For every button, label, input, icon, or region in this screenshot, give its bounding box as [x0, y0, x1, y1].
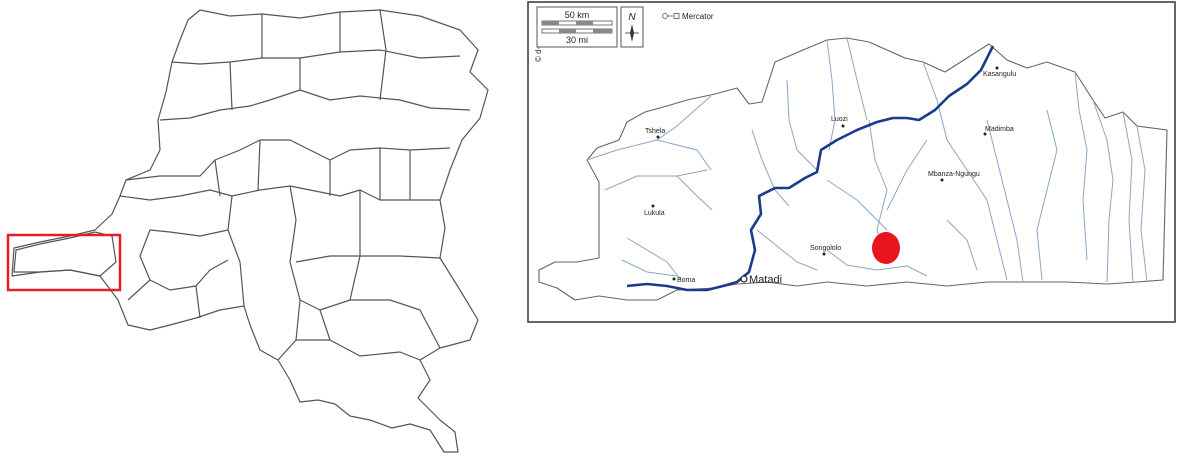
kongo-central-outline — [13, 231, 117, 277]
svg-text:Songololo: Songololo — [810, 245, 841, 252]
drc-province-map — [6, 9, 489, 453]
city-mbanza-ngungu: Mbanza-Ngungu — [928, 171, 980, 182]
map-frame — [527, 1, 1176, 323]
highlight-box — [6, 233, 122, 292]
city-matadi: Matadi — [740, 274, 782, 286]
north-arrow-icon: N — [620, 6, 644, 48]
detail-map: © d-maps.com 50 km 30 mi N Mercator — [527, 1, 1176, 323]
city-tshela: Tshela — [645, 128, 665, 139]
svg-text:Luozi: Luozi — [831, 116, 848, 123]
city-labels: Kasangulu Luozi Tshela Madimba Mbanza-Ng… — [644, 66, 1016, 286]
city-luozi: Luozi — [831, 116, 848, 128]
svg-text:Mbanza-Ngungu: Mbanza-Ngungu — [928, 171, 980, 178]
svg-text:Boma: Boma — [677, 277, 695, 284]
scale-bar: 50 km 30 mi — [536, 6, 618, 48]
svg-text:Mercator: Mercator — [682, 12, 714, 21]
location-marker — [872, 232, 900, 264]
drc-country-outline — [11, 9, 489, 453]
svg-text:Kasangulu: Kasangulu — [983, 71, 1016, 78]
projection-label: Mercator — [662, 12, 714, 21]
svg-text:Madimba: Madimba — [985, 126, 1014, 133]
city-boma: Boma — [672, 277, 695, 284]
scale-km-label: 50 km — [565, 10, 590, 20]
scale-mi-label: 30 mi — [566, 35, 588, 45]
city-madimba: Madimba — [983, 126, 1014, 136]
svg-text:Matadi: Matadi — [749, 274, 782, 286]
city-kasangulu: Kasangulu — [983, 66, 1016, 78]
region-outline — [538, 37, 1168, 301]
congo-river — [626, 45, 995, 292]
city-lukula: Lukula — [644, 204, 665, 217]
svg-text:Tshela: Tshela — [645, 128, 665, 135]
svg-text:N: N — [628, 12, 636, 23]
city-songololo: Songololo — [810, 245, 841, 256]
minor-rivers — [586, 37, 1148, 283]
svg-text:Lukula: Lukula — [644, 210, 665, 217]
